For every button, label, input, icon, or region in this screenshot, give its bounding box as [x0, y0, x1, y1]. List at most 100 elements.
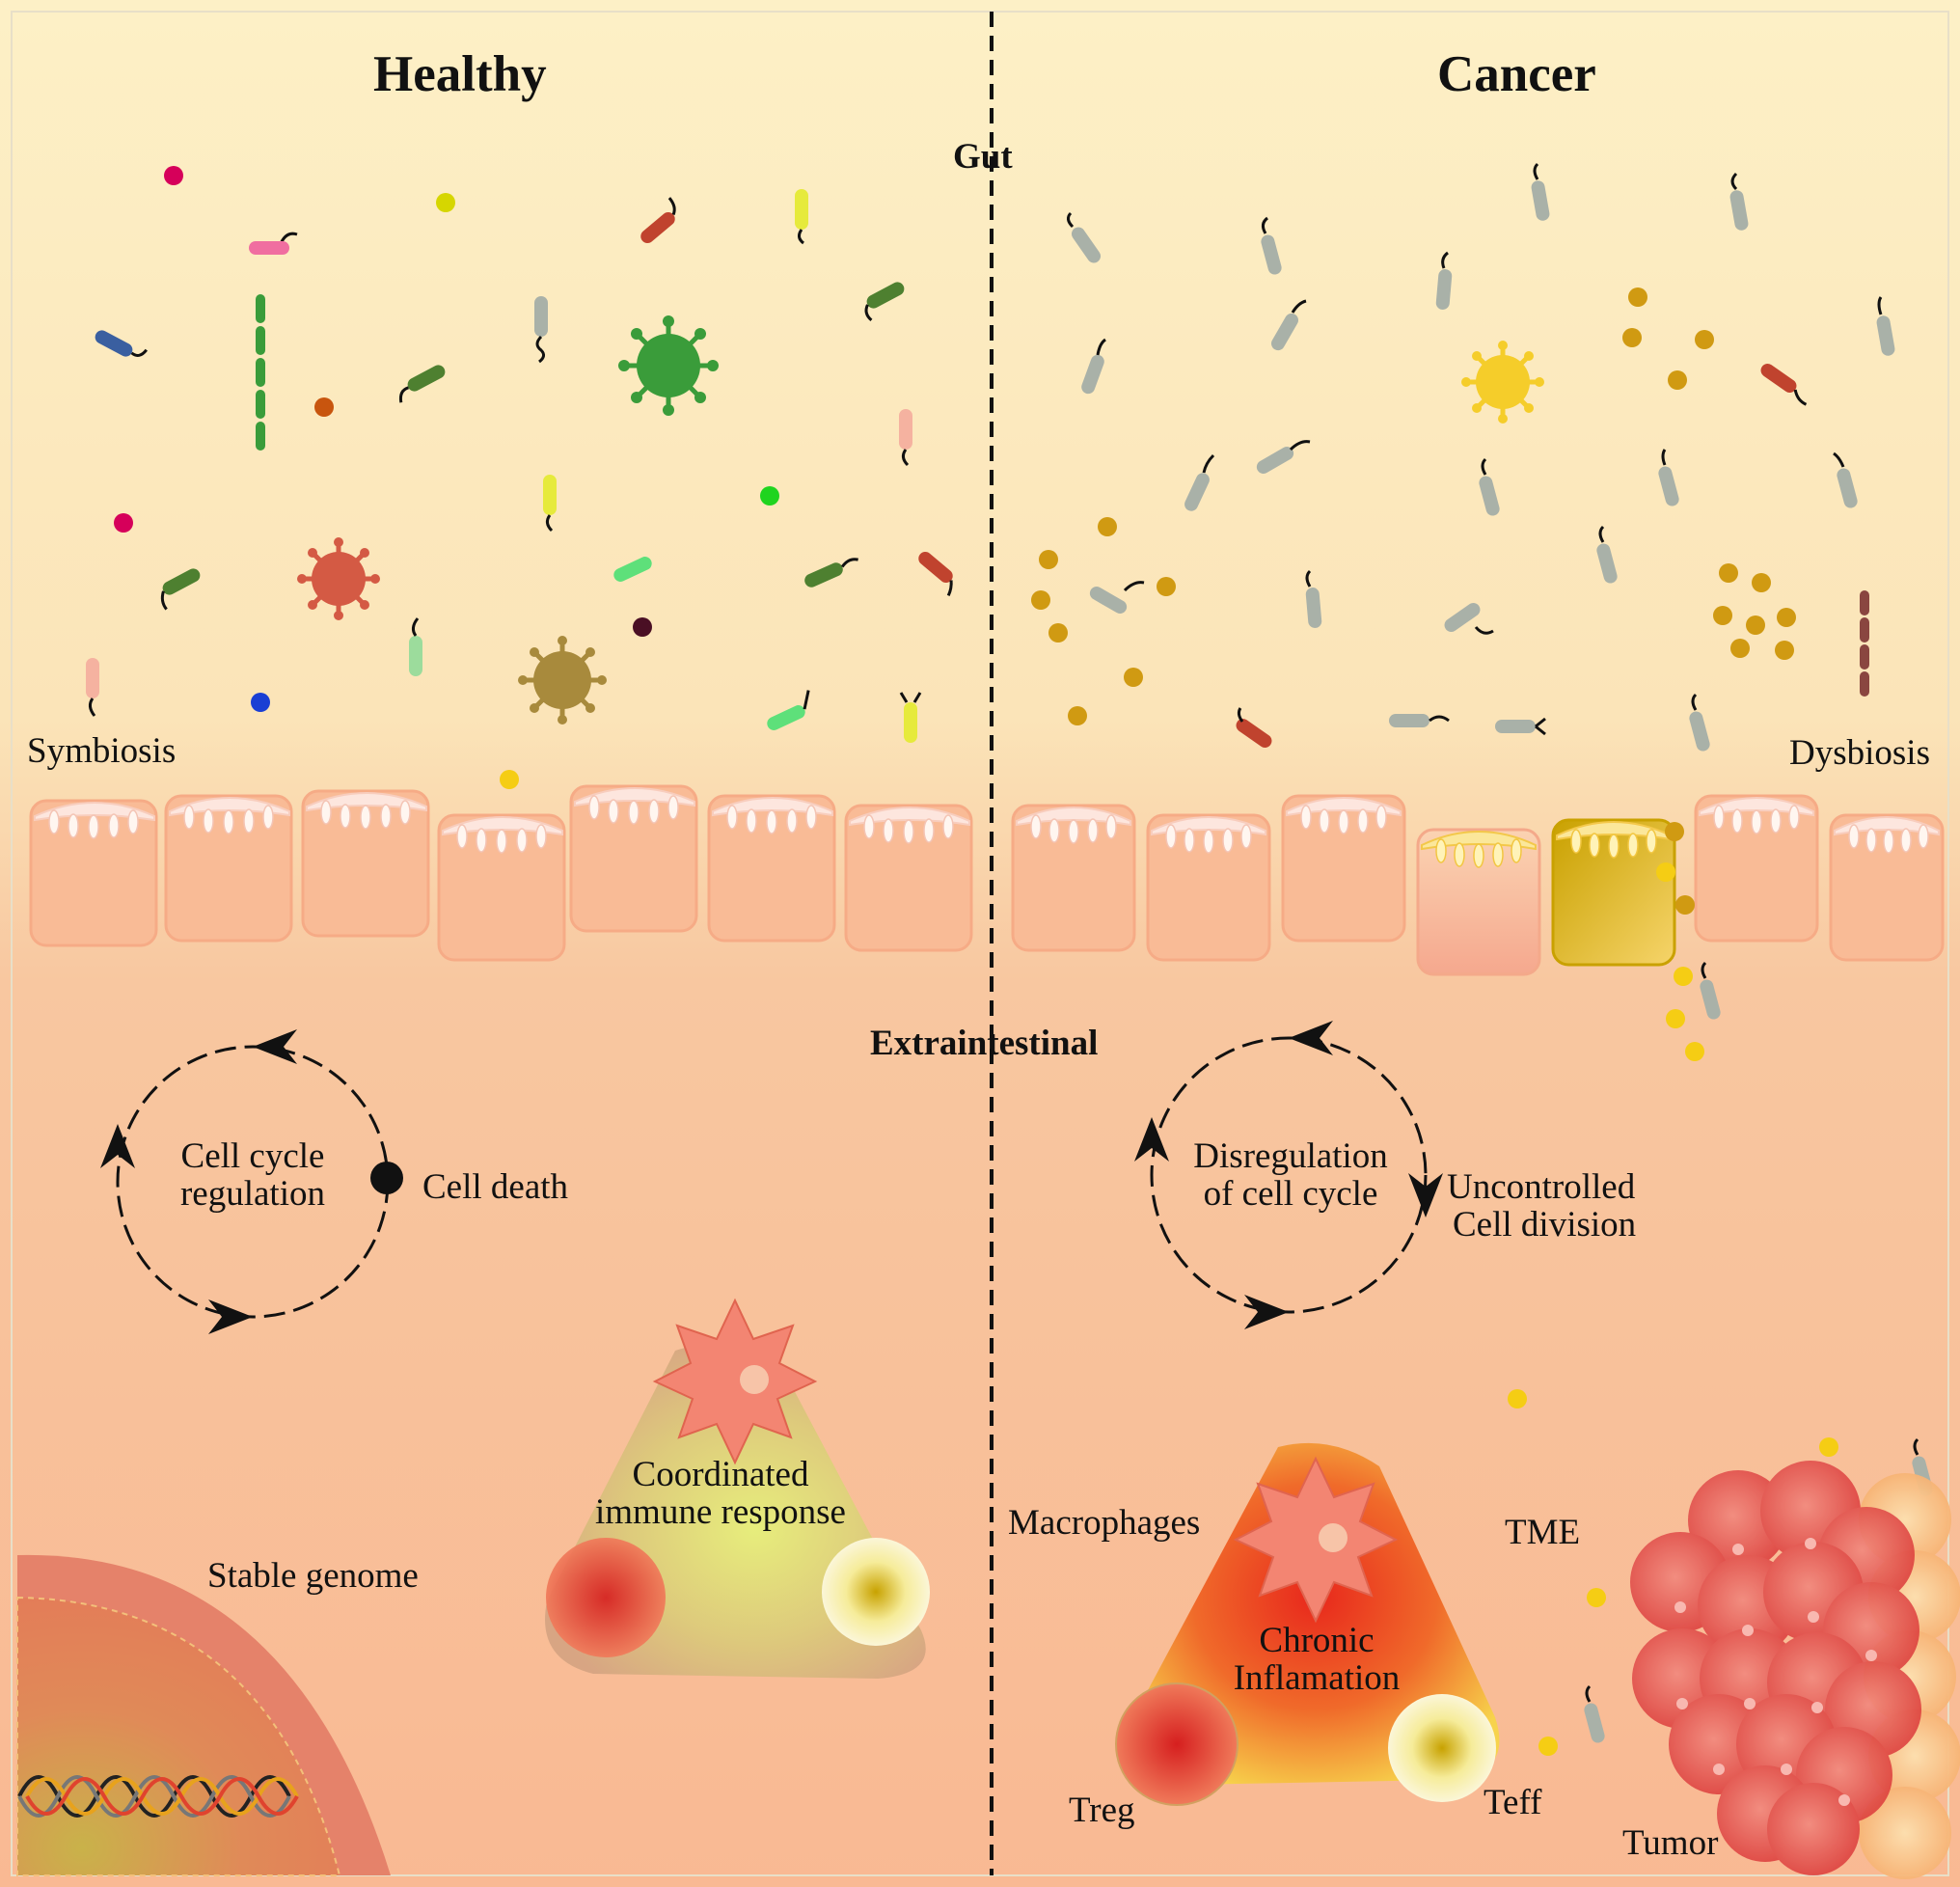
bacillus — [409, 617, 422, 676]
cycle-arrow — [253, 1029, 297, 1064]
bacillus — [95, 330, 149, 357]
cycle-arrow — [1289, 1021, 1333, 1055]
stable-genome-nucleus — [16, 1554, 391, 1876]
uncontrolled-division-line: Cell division — [1453, 1204, 1637, 1244]
uncontrolled-division-line: Uncontrolled — [1447, 1167, 1636, 1207]
streptobacillus — [256, 294, 265, 451]
bacillus — [1071, 227, 1102, 263]
coccus — [500, 770, 519, 789]
bacillus — [1658, 466, 1679, 506]
bacillus — [1435, 269, 1453, 310]
symbiosis-label: Symbiosis — [27, 731, 177, 771]
bacillus — [249, 232, 298, 255]
dysbiotic-microbiota — [1031, 162, 1933, 1756]
gut-label: Gut — [953, 137, 1013, 177]
bacillus — [1876, 315, 1895, 356]
bacillus — [1444, 602, 1481, 633]
bacillus — [899, 409, 912, 467]
bacillus — [1760, 363, 1808, 406]
bacillus — [1729, 190, 1749, 231]
cancer-cell-cycle — [1134, 1021, 1443, 1329]
bacillus — [899, 692, 922, 743]
bacillus — [1236, 718, 1272, 749]
translocating-cocci — [1508, 862, 1838, 1756]
healthy-microbiota — [86, 166, 953, 789]
bacillus — [864, 282, 905, 322]
teff-cell — [822, 1538, 930, 1646]
cancer-cycle-label: Disregulation of cell cycle — [1175, 1136, 1406, 1214]
cycle-arrow — [208, 1299, 253, 1334]
stable-genome-label: Stable genome — [207, 1556, 419, 1596]
tumor-label: Tumor — [1622, 1823, 1719, 1863]
cycle-arrow — [1134, 1117, 1169, 1162]
bacillus — [1531, 180, 1550, 221]
bacillus — [1256, 447, 1294, 474]
macrophage — [1233, 1456, 1399, 1624]
epithelium-healthy — [29, 784, 973, 962]
bacillus — [640, 197, 676, 243]
coordinated-immune-line: Coordinated — [632, 1455, 809, 1494]
healthy-cell-cycle — [100, 1029, 403, 1334]
bacillus — [1081, 354, 1104, 395]
coccus — [436, 193, 455, 212]
bacillus — [398, 365, 446, 403]
bacillus — [1689, 711, 1710, 752]
treg-cell — [546, 1538, 666, 1657]
tumor-mass — [1630, 1461, 1960, 1879]
bacillus — [1271, 313, 1298, 351]
epithelium-cancer — [1011, 794, 1945, 976]
coordinated-immune-label: Coordinated immune response — [571, 1455, 870, 1532]
bacillus — [1700, 979, 1721, 1020]
virus — [297, 537, 380, 620]
healthy-cycle-label-line: regulation — [179, 1173, 325, 1214]
cycle-arrow — [1244, 1295, 1289, 1329]
bacillus — [804, 558, 858, 588]
bacillus — [543, 475, 557, 533]
bacillus — [613, 557, 652, 582]
coccus — [164, 166, 183, 185]
virus — [618, 315, 719, 416]
healthy-cycle-label-line: Cell cycle — [180, 1136, 325, 1176]
chronic-inflammation-line: Chronic — [1259, 1621, 1375, 1660]
cancer-immune-triangle — [1115, 1442, 1500, 1806]
coccus — [314, 397, 334, 417]
bacillus — [918, 552, 953, 597]
bacillus — [1584, 1703, 1605, 1743]
virus — [518, 636, 607, 725]
bacillus — [534, 296, 548, 364]
healthy-title: Healthy — [373, 46, 547, 102]
bacillus — [160, 568, 201, 611]
virus — [1461, 341, 1544, 424]
tme-label: TME — [1505, 1513, 1581, 1552]
cancer-cycle-label-line: of cell cycle — [1203, 1173, 1378, 1214]
healthy-immune-triangle — [545, 1298, 930, 1679]
chronic-inflammation-label: Chronic Inflamation — [1206, 1621, 1428, 1698]
extraintestinal-label: Extraintestinal — [870, 1024, 1099, 1063]
coccus — [633, 617, 652, 637]
pathobiont-cocci — [1031, 287, 1796, 915]
cycle-arrow — [1408, 1173, 1443, 1217]
cell-death-marker — [370, 1162, 403, 1194]
coccus — [760, 486, 779, 506]
coordinated-immune-line: immune response — [595, 1491, 846, 1532]
bacillus — [86, 658, 99, 717]
teff-label: Teff — [1484, 1783, 1542, 1822]
dysbiosis-label: Dysbiosis — [1789, 733, 1930, 773]
treg-label: Treg — [1069, 1791, 1135, 1830]
bacillus — [1089, 587, 1128, 614]
bacillus — [1184, 473, 1210, 511]
bacillus — [1305, 588, 1322, 628]
bacillus — [767, 690, 810, 730]
bacillus — [795, 189, 808, 245]
treg-cell — [1115, 1682, 1239, 1806]
streptobacillus — [1860, 590, 1869, 697]
healthy-cycle-label: Cell cycle regulation — [166, 1136, 340, 1214]
macrophage — [652, 1298, 818, 1465]
cancer-cycle-label-line: Disregulation — [1193, 1136, 1388, 1176]
cycle-arrow — [100, 1124, 135, 1168]
uncontrolled-division-label: Uncontrolled Cell division — [1447, 1167, 1637, 1244]
bacillus — [1479, 476, 1500, 516]
macrophages-label: Macrophages — [1008, 1503, 1201, 1543]
